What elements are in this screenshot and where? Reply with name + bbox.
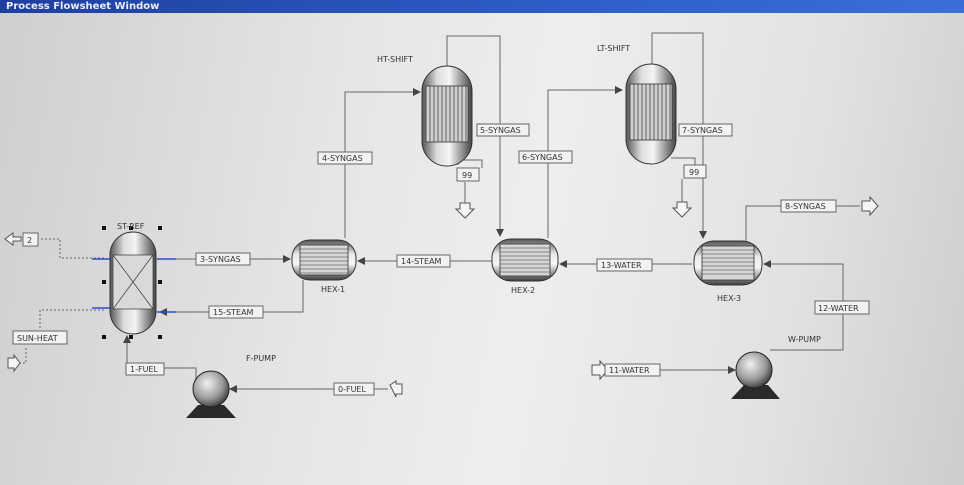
stream-label-11-water[interactable]: 11-WATER <box>604 363 661 377</box>
hex-2-label: HEX-2 <box>511 286 535 295</box>
svg-text:13-WATER: 13-WATER <box>601 261 642 270</box>
lt-99-outlet-arrow-icon <box>671 201 693 218</box>
flowsheet-canvas[interactable] <box>0 13 964 485</box>
hex-3-label: HEX-3 <box>717 294 741 303</box>
product-8-syngas-arrow-icon <box>861 195 879 217</box>
ht-shift-label: HT-SHIFT <box>377 55 413 64</box>
stream-label-14-steam[interactable]: 14-STEAM <box>396 254 451 268</box>
stream-label-7-syngas[interactable]: 7-SYNGAS <box>678 123 733 137</box>
svg-text:7-SYNGAS: 7-SYNGAS <box>682 126 723 135</box>
stream-label-5-syngas[interactable]: 5-SYNGAS <box>476 123 530 137</box>
svg-text:4-SYNGAS: 4-SYNGAS <box>322 154 363 163</box>
window-title: Process Flowsheet Window <box>6 1 160 12</box>
reactor-label: ST-REF <box>117 222 145 231</box>
hex-1-label: HEX-1 <box>321 285 345 294</box>
hex-3-exchanger[interactable] <box>693 240 763 286</box>
svg-text:SUN-HEAT: SUN-HEAT <box>17 334 58 343</box>
svg-text:6-SYNGAS: 6-SYNGAS <box>522 153 563 162</box>
hex-1-exchanger[interactable] <box>291 239 357 281</box>
stream-label-2[interactable]: 2 <box>22 232 39 247</box>
lt-shift-label: LT-SHIFT <box>597 44 630 53</box>
stream-label-1-fuel[interactable]: 1-FUEL <box>125 362 165 376</box>
water-feed-arrow-icon <box>591 359 609 381</box>
stream-label-99-ht[interactable]: 99 <box>456 167 480 182</box>
svg-text:5-SYNGAS: 5-SYNGAS <box>480 126 521 135</box>
svg-text:1-FUEL: 1-FUEL <box>130 365 158 374</box>
hex-2-exchanger[interactable] <box>491 238 559 282</box>
lt-shift-reactor[interactable] <box>625 63 677 165</box>
stream-6-syngas-line[interactable] <box>547 86 623 238</box>
svg-text:99: 99 <box>689 168 699 177</box>
stream-99-lt-line <box>671 157 696 165</box>
svg-text:3-SYNGAS: 3-SYNGAS <box>200 255 241 264</box>
svg-text:14-STEAM: 14-STEAM <box>401 257 442 266</box>
svg-text:2: 2 <box>27 236 32 245</box>
sun-heat-inlet-line <box>20 348 27 364</box>
stream-label-4-syngas[interactable]: 4-SYNGAS <box>317 151 373 165</box>
svg-text:11-WATER: 11-WATER <box>609 366 650 375</box>
stream-label-99-lt[interactable]: 99 <box>683 164 707 179</box>
svg-text:99: 99 <box>462 171 472 180</box>
stream-label-15-steam[interactable]: 15-STEAM <box>208 305 264 319</box>
stream-label-8-syngas[interactable]: 8-SYNGAS <box>780 199 837 213</box>
w-pump[interactable] <box>731 351 780 399</box>
svg-text:15-STEAM: 15-STEAM <box>213 308 254 317</box>
sun-heat-feed-arrow-icon <box>7 353 21 373</box>
svg-text:0-FUEL: 0-FUEL <box>338 385 366 394</box>
stream-label-12-water[interactable]: 12-WATER <box>814 300 870 315</box>
stream-label-6-syngas[interactable]: 6-SYNGAS <box>518 150 573 164</box>
lt-shift-top-line <box>651 32 704 128</box>
stream-label-sun-heat[interactable]: SUN-HEAT <box>12 330 68 345</box>
svg-text:12-WATER: 12-WATER <box>818 304 859 313</box>
w-pump-label: W-PUMP <box>788 335 821 344</box>
ht-shift-top-line <box>446 35 501 128</box>
sun-heat-line[interactable] <box>39 309 104 328</box>
stream-15-steam-line[interactable] <box>159 280 304 316</box>
stream-label-3-syngas[interactable]: 3-SYNGAS <box>195 252 251 266</box>
fuel-feed-arrow-icon <box>389 380 403 398</box>
reactor-st-ref[interactable] <box>102 226 162 339</box>
stream-label-0-fuel[interactable]: 0-FUEL <box>333 382 375 396</box>
f-pump-label: F-PUMP <box>246 354 276 363</box>
stream-label-13-water[interactable]: 13-WATER <box>596 258 653 272</box>
stream-1-fuel-line[interactable] <box>123 335 197 384</box>
stream-2-arrow-icon <box>4 232 22 246</box>
stream-4-syngas-line[interactable] <box>344 88 421 238</box>
ht-shift-reactor[interactable] <box>421 65 473 167</box>
title-bar: Process Flowsheet Window <box>0 0 964 13</box>
svg-text:8-SYNGAS: 8-SYNGAS <box>785 202 826 211</box>
ht-99-outlet-arrow-icon <box>454 202 476 219</box>
f-pump[interactable] <box>186 370 236 418</box>
stream-2-line[interactable] <box>40 238 104 259</box>
